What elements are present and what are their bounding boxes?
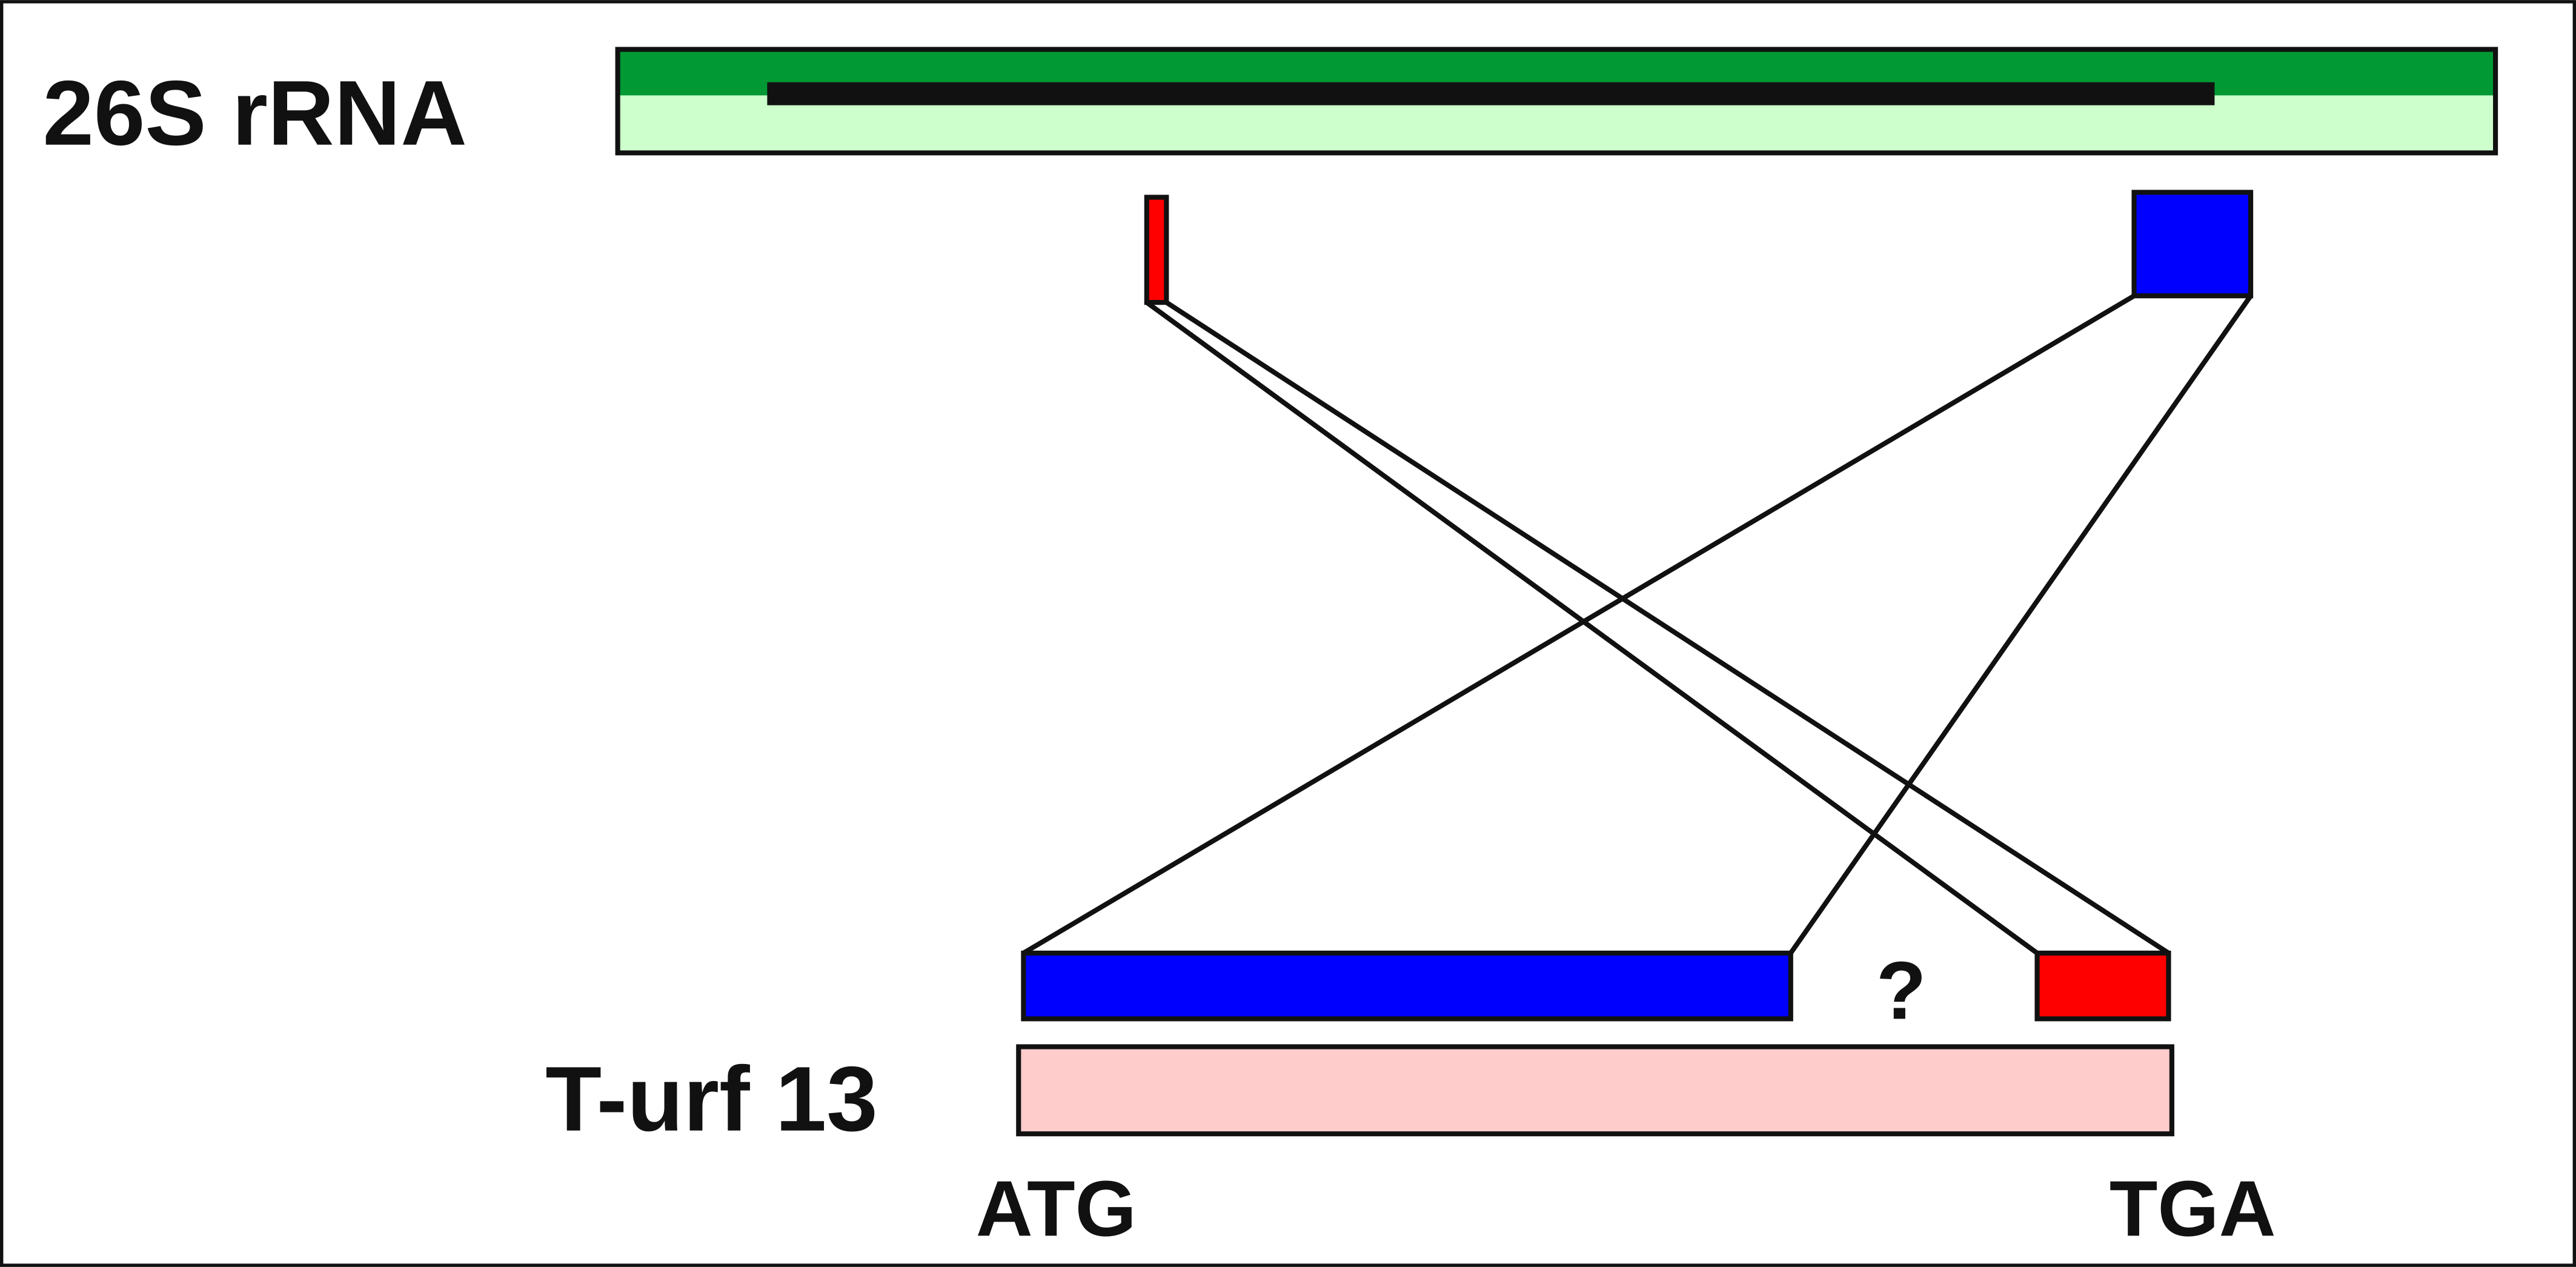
rrna-label: 26S rRNA [43,62,467,165]
red-gene-segment [2034,950,2171,1022]
blue-map-line-left [1022,293,2136,956]
stop-codon-label: TGA [2110,1164,2276,1252]
rrna-bar [615,47,2498,156]
red-map-line-right [1165,300,2170,956]
blue-gene-segment [1021,950,1793,1022]
start-codon-label: ATG [976,1164,1137,1252]
blue-rrna-segment [2131,190,2254,299]
blue-map-line-right [1788,294,2253,955]
red-map-line-left [1145,300,2039,956]
rrna-black-region [767,82,2215,105]
turf13-bar [1016,1044,2174,1137]
unknown-region-label: ? [1876,944,1927,1036]
red-rrna-segment [1144,195,1169,305]
mapping-lines [1022,293,2253,956]
turf13-label: T-urf 13 [545,1048,877,1151]
rrna-outline [615,47,2498,156]
